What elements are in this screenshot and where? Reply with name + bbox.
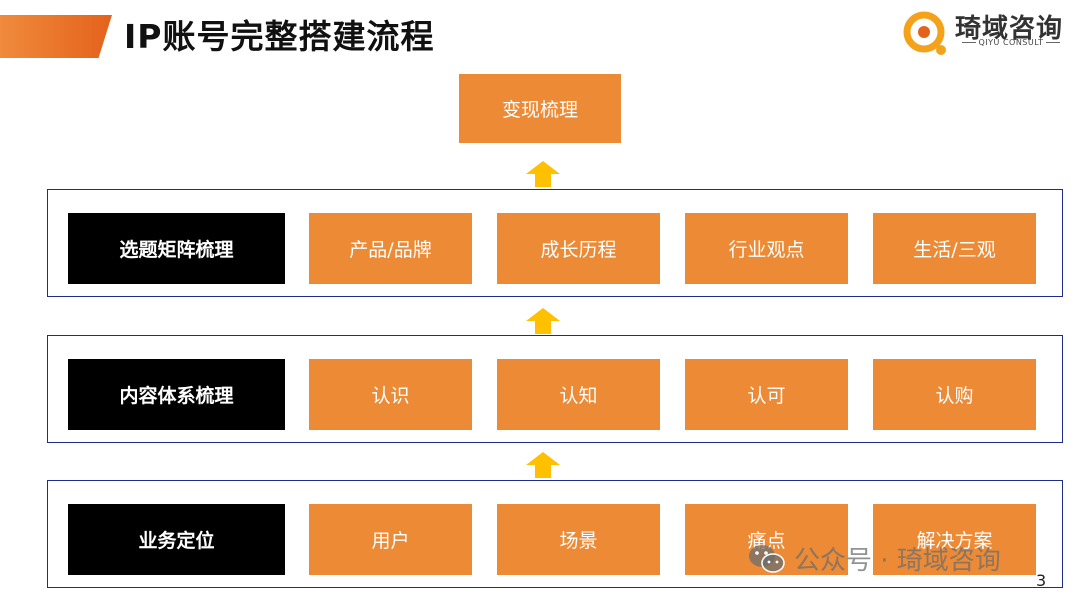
row-item: 解决方案 bbox=[873, 504, 1036, 575]
row-label: 选题矩阵梳理 bbox=[68, 213, 285, 284]
watermark-text: 公众号 · 琦域咨询 bbox=[794, 546, 1001, 576]
wechat-icon bbox=[749, 544, 785, 573]
watermark: 公众号 · 琦域咨询 bbox=[748, 540, 1001, 577]
row-item: 认知 bbox=[497, 359, 660, 430]
row-item: 成长历程 bbox=[497, 213, 660, 284]
arrow-up-icon bbox=[526, 308, 560, 334]
q-circle-logo-icon bbox=[903, 11, 946, 55]
topic-matrix-row: 选题矩阵梳理 产品/品牌 成长历程 行业观点 生活/三观 bbox=[47, 189, 1063, 297]
row-item: 用户 bbox=[309, 504, 472, 575]
arrow-up-icon bbox=[526, 452, 560, 478]
row-label: 业务定位 bbox=[68, 504, 285, 575]
title-accent-bar bbox=[0, 15, 112, 58]
content-system-row: 内容体系梳理 认识 认知 认可 认购 bbox=[47, 335, 1063, 443]
row-item: 认购 bbox=[873, 359, 1036, 430]
logo-subtitle: QIYU CONSULT bbox=[955, 38, 1067, 47]
monetization-box: 变现梳理 bbox=[459, 74, 621, 143]
row-item: 生活/三观 bbox=[873, 213, 1036, 284]
row-label: 内容体系梳理 bbox=[68, 359, 285, 430]
business-positioning-row: 业务定位 用户 场景 痛点 解决方案 bbox=[47, 480, 1063, 588]
row-item: 场景 bbox=[497, 504, 660, 575]
page-title: IP账号完整搭建流程 bbox=[124, 17, 435, 56]
page-number: 3 bbox=[1036, 571, 1047, 590]
row-item: 认识 bbox=[309, 359, 472, 430]
row-item: 产品/品牌 bbox=[309, 213, 472, 284]
arrow-up-icon bbox=[526, 161, 560, 187]
row-item: 认可 bbox=[685, 359, 848, 430]
row-item: 行业观点 bbox=[685, 213, 848, 284]
